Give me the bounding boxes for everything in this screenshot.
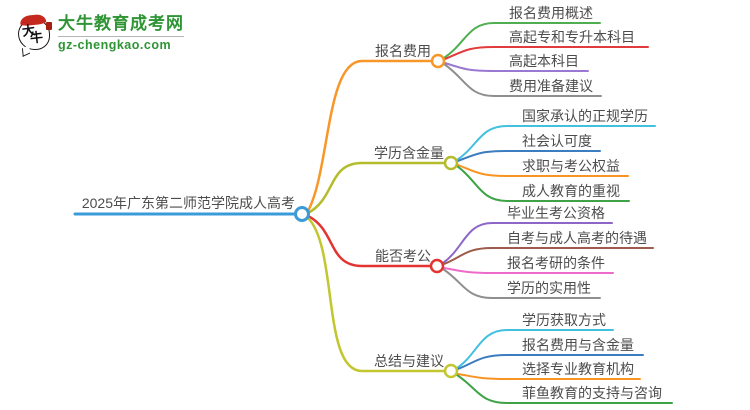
branch-curve-summary xyxy=(306,216,447,373)
subtopic-label[interactable]: 毕业生考公资格 xyxy=(507,205,605,221)
root-node-toggle[interactable] xyxy=(294,206,310,222)
subtopic-label[interactable]: 学历的实用性 xyxy=(507,280,591,296)
subbranch-curve xyxy=(444,46,649,60)
brand-name: 大牛教育成考网 xyxy=(58,14,184,33)
branch-label-summary[interactable]: 总结与建议 xyxy=(374,353,444,369)
brand-divider xyxy=(58,36,184,37)
subtopic-label[interactable]: 费用准备建议 xyxy=(509,78,593,94)
subbranch-curve xyxy=(442,268,601,299)
subbranch-curve xyxy=(456,374,673,404)
branch-node-toggle-civil[interactable] xyxy=(429,258,445,274)
branch-label-value[interactable]: 学历含金量 xyxy=(374,145,444,161)
subbranch-curve xyxy=(443,22,601,59)
subtopic-label[interactable]: 社会认可度 xyxy=(522,133,592,149)
subbranch-curve xyxy=(443,63,602,97)
branch-node-toggle-summary[interactable] xyxy=(443,363,459,379)
subbranch-curve xyxy=(456,165,630,202)
branch-curve-civil xyxy=(306,214,432,268)
branch-label-fees[interactable]: 报名费用 xyxy=(375,43,431,59)
subtopic-label[interactable]: 成人教育的重视 xyxy=(522,183,620,199)
logo-red-seal-icon xyxy=(46,22,52,30)
subbranch-curve xyxy=(456,329,614,369)
brand-site-url: gz-chengkao.com xyxy=(58,38,172,52)
subbranch-curve xyxy=(456,125,656,161)
subtopic-label[interactable]: 高起本科目 xyxy=(509,53,579,69)
subtopic-label[interactable]: 菲鱼教育的支持与咨询 xyxy=(522,385,662,401)
subtopic-label[interactable]: 求职与考公权益 xyxy=(522,158,620,174)
subtopic-label[interactable]: 自考与成人高考的待遇 xyxy=(507,230,647,246)
subbranch-curve xyxy=(442,222,613,264)
branch-node-toggle-fees[interactable] xyxy=(430,53,446,69)
subtopic-label[interactable]: 学历获取方式 xyxy=(522,312,606,328)
root-topic-label[interactable]: 2025年广东第二师范学院成人高考 xyxy=(81,195,295,211)
subtopic-label[interactable]: 报名费用概述 xyxy=(509,5,593,21)
subbranch-curve xyxy=(457,150,601,162)
branch-node-toggle-value[interactable] xyxy=(443,155,459,171)
site-logo: 大 牛 大牛教育成考网 gz-chengkao.com xyxy=(18,13,184,57)
branch-label-civil[interactable]: 能否考公 xyxy=(375,248,431,264)
branch-curve-value xyxy=(306,161,447,215)
subtopic-label[interactable]: 国家承认的正规学历 xyxy=(522,108,648,124)
subbranch-curve xyxy=(457,354,644,370)
subtopic-label[interactable]: 报名费用与含金量 xyxy=(522,337,634,353)
speech-bubble-logo-icon: 大 牛 xyxy=(18,13,52,57)
subbranch-curve xyxy=(443,247,654,265)
subbranch-curve xyxy=(444,62,589,72)
subtopic-label[interactable]: 报名考研的条件 xyxy=(507,255,605,271)
subbranch-curve xyxy=(457,164,629,177)
subbranch-curve xyxy=(443,267,614,274)
subbranch-curve xyxy=(457,373,641,380)
branch-curve-fees xyxy=(306,59,433,213)
subtopic-label[interactable]: 高起专和专升本科目 xyxy=(509,29,635,45)
subtopic-label[interactable]: 选择专业教育机构 xyxy=(522,361,634,377)
